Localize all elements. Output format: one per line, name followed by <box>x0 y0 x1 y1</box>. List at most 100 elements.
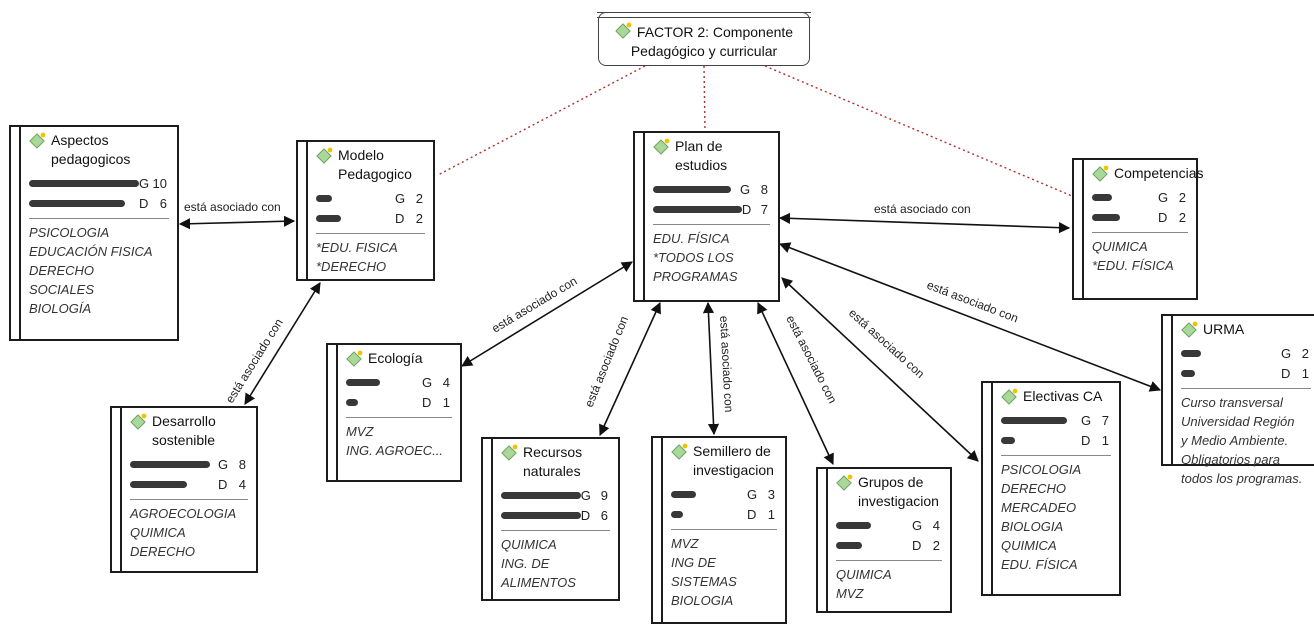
node-item: EDU. FÍSICA <box>1001 557 1078 572</box>
g-value: 3 <box>767 486 775 502</box>
node-item: MVZ <box>836 586 864 601</box>
node-item: EDUCACIÓN FISICA <box>29 244 153 259</box>
density-bar <box>653 205 742 213</box>
groundedness-bar <box>836 521 871 529</box>
node-stripe <box>661 438 663 622</box>
node-item: MVZ <box>671 536 699 551</box>
node-title: URMA <box>1203 321 1245 337</box>
node-item: PROGRAMAS <box>653 269 738 284</box>
link-label: está asociado con <box>489 274 579 336</box>
node-title: Recursos naturales <box>523 444 583 479</box>
node-stripe <box>19 127 21 339</box>
link-label: está asociado con <box>223 316 286 405</box>
g-value: 4 <box>442 374 450 390</box>
link-plan-competencias <box>778 212 1071 234</box>
code-icon <box>1001 388 1019 406</box>
node-item: QUIMICA <box>1092 239 1148 254</box>
factor-link-modelo <box>437 65 646 176</box>
g-value: 2 <box>415 190 423 206</box>
node-stripe <box>826 469 828 611</box>
node-stripe <box>306 142 308 279</box>
node-title: Competencias <box>1114 165 1204 181</box>
groundedness-bar <box>1181 349 1201 357</box>
d-letter: D <box>747 506 757 522</box>
node-item: Obligatorios para <box>1181 452 1280 467</box>
node-separator <box>1001 455 1111 456</box>
groundedness-bar <box>316 194 332 202</box>
node-item: SOCIALES <box>29 282 95 297</box>
node-item: QUIMICA <box>1001 538 1057 553</box>
g-letter: G <box>139 175 150 191</box>
g-value: 2 <box>1178 189 1186 205</box>
d-value: 2 <box>932 537 940 553</box>
node-item: MVZ <box>346 424 374 439</box>
d-letter: D <box>1281 365 1291 381</box>
node-item: ING. DE <box>501 556 550 571</box>
node-item: QUIMICA <box>501 537 557 552</box>
node-title: Electivas CA <box>1023 388 1103 404</box>
d-letter: D <box>422 394 432 410</box>
g-letter: G <box>218 456 229 472</box>
node-stripe <box>120 408 122 571</box>
node-separator <box>1092 232 1188 233</box>
d-letter: D <box>912 537 922 553</box>
link-label: está asociado con <box>874 202 971 216</box>
groundedness-bar <box>501 491 581 499</box>
density-bar <box>1181 369 1195 377</box>
density-bar <box>1001 436 1015 444</box>
d-value: 2 <box>415 210 423 226</box>
groundedness-bar <box>29 179 139 187</box>
code-icon <box>1181 321 1199 339</box>
groundedness-bar <box>1092 193 1112 201</box>
node-items: QUIMICA*EDU. FÍSICA <box>1092 237 1192 275</box>
code-icon <box>316 147 334 165</box>
node-item: y Medio Ambiente. <box>1181 433 1289 448</box>
d-letter: D <box>139 195 149 211</box>
link-plan-semillero <box>702 301 720 436</box>
factor-node[interactable]: FACTOR 2: Componente Pedagógico y curric… <box>597 12 811 66</box>
g-letter: G <box>580 487 591 503</box>
node-item: PSICOLOGIA <box>1001 462 1082 477</box>
code-icon <box>671 443 689 461</box>
node-item: *DERECHO <box>316 259 387 274</box>
code-icon <box>501 444 519 462</box>
node-item: *EDU. FISICA <box>316 240 398 255</box>
node-title: Grupos de investigacion <box>858 474 939 509</box>
factor-links <box>437 65 1073 197</box>
node-item: DERECHO <box>130 544 196 559</box>
d-letter: D <box>395 210 405 226</box>
code-icon <box>346 350 364 368</box>
node-title: Ecología <box>368 350 423 366</box>
g-value: 9 <box>600 487 608 503</box>
node-item: AGROECOLOGIA <box>130 506 237 521</box>
d-letter: D <box>1081 432 1091 448</box>
node-item: QUIMICA <box>130 525 186 540</box>
g-value: 4 <box>932 517 940 533</box>
link-label: está asociado con <box>846 306 927 381</box>
groundedness-bar <box>346 378 380 386</box>
